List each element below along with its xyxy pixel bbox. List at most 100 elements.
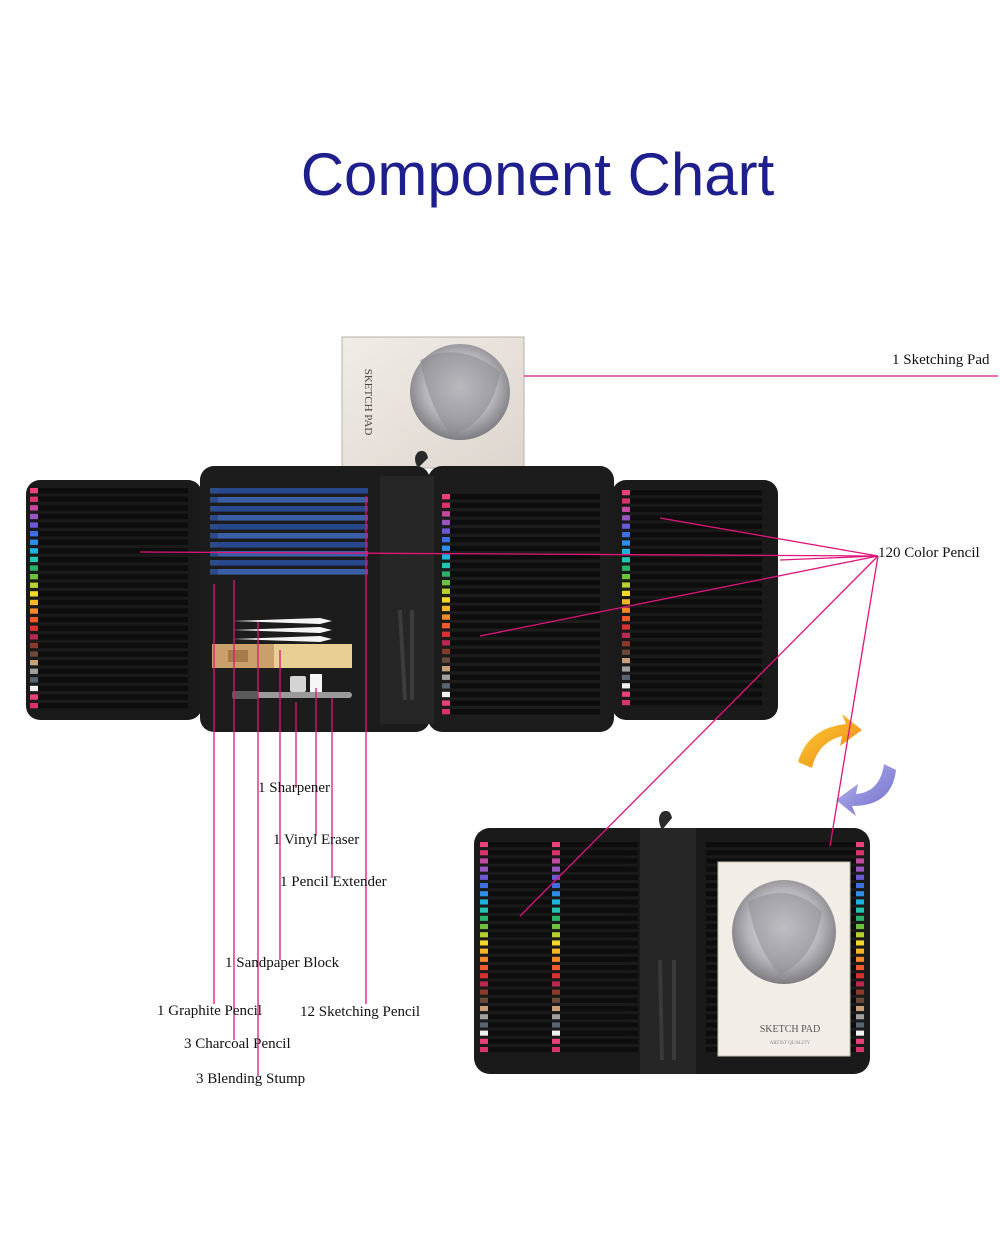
pencil-body — [38, 565, 188, 571]
pencil-tip — [856, 899, 864, 905]
pencil-tip — [622, 523, 630, 529]
pencil-body — [630, 523, 762, 529]
pencil-body — [450, 648, 600, 655]
pencil-tip — [552, 850, 560, 856]
pencil-body — [218, 506, 368, 512]
pencil-body — [630, 616, 762, 622]
pencil-body — [560, 915, 638, 921]
pencil-body — [560, 1006, 638, 1012]
pencil-tip — [480, 981, 488, 987]
pencil-tip — [856, 1047, 864, 1053]
pencil-body — [630, 557, 762, 563]
pencil-body — [450, 545, 600, 551]
pencil-body — [38, 556, 188, 563]
pencil-tip — [30, 651, 38, 657]
pencil-body — [38, 496, 188, 502]
pencil-tip — [856, 891, 864, 897]
pencil-tip — [210, 533, 218, 539]
pencil-body — [38, 505, 188, 511]
pencil-tip — [552, 907, 560, 913]
pencil-tip — [442, 691, 450, 698]
pencil-body — [560, 973, 638, 979]
pencil-tip — [480, 874, 488, 880]
pencil-body — [450, 605, 600, 612]
pencil-tip — [480, 973, 488, 979]
pencil-body — [630, 641, 762, 647]
pencil-tip — [622, 649, 630, 655]
pencil-tip — [552, 1006, 560, 1012]
pencil-tip — [552, 1047, 560, 1053]
pencil-tip — [856, 989, 864, 995]
pencil-tip — [480, 858, 488, 864]
pencil-body — [630, 565, 762, 571]
pencil-tip — [552, 989, 560, 995]
leader-color-pencil-4 — [479, 555, 879, 637]
pencil-tip — [442, 588, 450, 594]
page-title: Component Chart — [300, 141, 775, 208]
color-pencils-right — [622, 490, 762, 706]
folded-pencil-case: SKETCH PAD ARTIST QUALITY — [474, 810, 870, 1074]
pencil-body — [630, 548, 762, 555]
pencil-tip — [30, 574, 38, 580]
pencil-tip — [622, 557, 630, 563]
pencil-body — [38, 513, 188, 520]
label-blending-stump: 3 Blending Stump — [196, 1071, 306, 1087]
pencil-tip — [442, 631, 450, 637]
pencil-body — [38, 625, 188, 631]
pencil-body — [630, 624, 762, 630]
pencil-tip — [210, 524, 218, 530]
pencil-body — [560, 899, 638, 905]
pencil-tip — [622, 624, 630, 630]
pencil-tip — [30, 642, 38, 649]
pencil-tip — [480, 850, 488, 856]
pencil-body — [630, 607, 762, 613]
pencil-body — [218, 560, 368, 566]
pencil-tip — [442, 640, 450, 646]
blending-stumps — [232, 618, 332, 642]
label-color-pencil: 120 Color Pencil — [878, 545, 980, 561]
rotate-arrows-icon — [798, 714, 896, 816]
pencil-tip — [480, 891, 488, 897]
pencil-tip — [480, 866, 488, 872]
pencil-body — [38, 582, 188, 588]
pencil-body — [450, 657, 600, 663]
pencil-tip — [442, 519, 450, 526]
pencil-tip — [30, 677, 38, 683]
pencil-body — [38, 531, 188, 537]
pencil-tip — [480, 1006, 488, 1012]
pencil-tip — [480, 956, 488, 962]
pencil-body — [38, 668, 188, 674]
pencil-tip — [622, 666, 630, 672]
pencil-body — [38, 685, 188, 692]
pencil-body — [450, 614, 600, 620]
pencil-body — [560, 1038, 638, 1044]
pencil-body — [218, 515, 368, 521]
pencil-tip — [442, 657, 450, 663]
label-pencil-extender: 1 Pencil Extender — [280, 874, 387, 890]
pencil-tip — [480, 1038, 488, 1044]
pencil-tip — [552, 842, 560, 848]
pencil-body — [560, 842, 638, 848]
pencil-tip — [622, 548, 630, 555]
pencil-tip — [856, 907, 864, 913]
pencil-tip — [480, 989, 488, 995]
pencil-tip — [480, 1014, 488, 1020]
pencil-tip — [856, 1006, 864, 1012]
pencil-tip — [480, 1030, 488, 1036]
pencil-body — [218, 542, 368, 548]
pencil-tip — [442, 494, 450, 500]
pencil-body — [560, 956, 638, 962]
pencil-tip — [442, 580, 450, 586]
pencil-body — [630, 599, 762, 605]
pencil-tip — [30, 556, 38, 563]
pencil-tip — [480, 1047, 488, 1053]
case-spine — [380, 476, 434, 724]
pencil-body — [560, 1014, 638, 1020]
pencil-tip — [856, 1030, 864, 1036]
sketch-pad-in-case-title: SKETCH PAD — [760, 1024, 820, 1035]
pencil-body — [450, 631, 600, 637]
pencil-body — [450, 554, 600, 560]
pencil-tip — [856, 866, 864, 872]
pencil-tip — [622, 674, 630, 681]
pencil-tip — [210, 569, 218, 575]
